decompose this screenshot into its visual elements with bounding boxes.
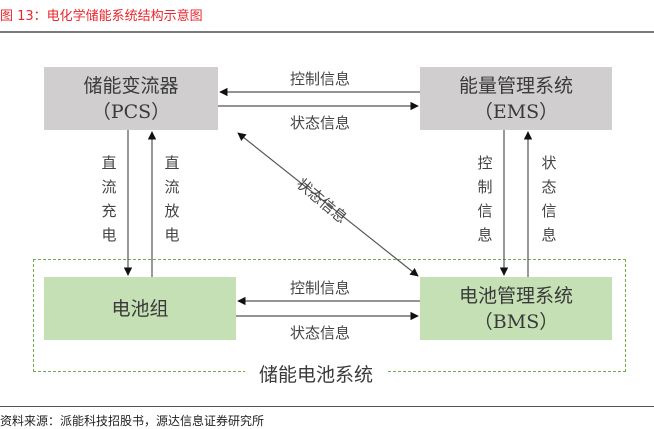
pcs-node: 储能变流器 （PCS） (44, 67, 218, 130)
bms-node: 电池管理系统 （BMS） (420, 277, 612, 340)
bms-name: 电池管理系统 (458, 284, 573, 307)
bms-abbr: （BMS） (473, 310, 559, 333)
label-pcs-to-ems: 状态信息 (290, 114, 351, 132)
ems-node: 能量管理系统 （EMS） (420, 67, 612, 130)
pcs-abbr: （PCS） (91, 100, 171, 123)
label-pcs-to-battery: 直流充电 (101, 154, 117, 244)
label-ems-to-pcs: 控制信息 (290, 70, 351, 88)
pcs-name: 储能变流器 (83, 74, 179, 97)
battery-system-label: 储能电池系统 (245, 360, 388, 387)
label-bms-to-ems: 状态信息 (541, 154, 557, 244)
label-ems-to-bms: 控制信息 (477, 154, 493, 244)
battery-pack-node: 电池组 (44, 277, 236, 340)
battery-pack-name: 电池组 (111, 297, 169, 320)
figure-title: 图 13：电化学储能系统结构示意图 (0, 9, 203, 24)
label-bms-to-battery: 控制信息 (290, 279, 351, 297)
ems-abbr: （EMS） (473, 100, 559, 123)
ems-name: 能量管理系统 (458, 74, 573, 97)
source-note: 资料来源：派能科技招股书，源达信息证券研究所 (0, 414, 265, 428)
bottom-divider (0, 406, 654, 407)
label-battery-to-bms: 状态信息 (290, 324, 351, 342)
arrow-pcs-bms-diagonal (237, 132, 419, 277)
label-battery-to-pcs: 直流放电 (164, 154, 180, 244)
top-divider (0, 31, 654, 33)
